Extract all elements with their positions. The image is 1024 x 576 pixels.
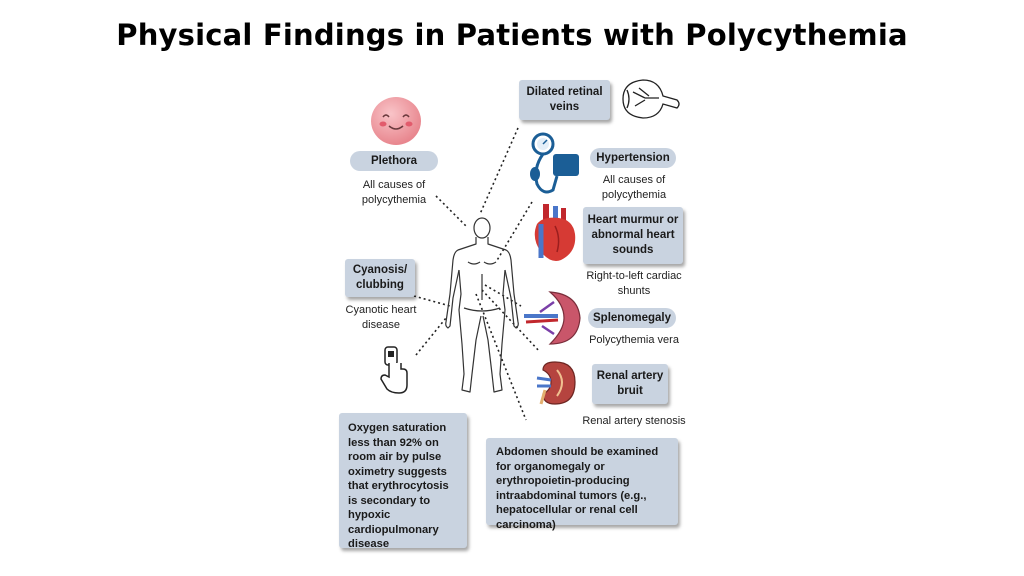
eye-icon: [622, 79, 680, 119]
hypertension-note: All causes of polycythemia: [601, 174, 667, 201]
cyanosis-note: Cyanotic heart disease: [345, 304, 417, 331]
spleen-icon: [524, 291, 581, 345]
kidney-icon: [536, 361, 576, 405]
connector-cyanosis: [413, 295, 451, 307]
plethora-label: Plethora: [350, 151, 438, 171]
connector-plethora: [435, 195, 467, 227]
page-title: Physical Findings in Patients with Polyc…: [116, 18, 908, 52]
heart-murmur-note: Right-to-left cardiac shunts: [586, 270, 682, 297]
hypertension-label: Hypertension: [590, 148, 676, 168]
connector-heart: [495, 201, 533, 263]
retinal-label: Dilated retinal veins: [519, 80, 610, 120]
oxygen-saturation-box: Oxygen saturation less than 92% on room …: [339, 413, 467, 550]
abdomen-exam-box: Abdomen should be examined for organomeg…: [486, 438, 678, 531]
heart-murmur-label: Heart murmur or abnormal heart sounds: [583, 207, 683, 264]
cyanosis-label: Cyanosis/ clubbing: [345, 259, 415, 297]
connector-retinal: [479, 127, 519, 215]
face-icon: [371, 97, 421, 145]
renal-bruit-note: Renal artery stenosis: [582, 415, 686, 427]
blood-pressure-cuff-icon: [530, 132, 579, 194]
heart-icon: [534, 204, 576, 261]
connector-kidney: [481, 289, 541, 353]
human-body-outline-icon: [445, 217, 519, 393]
finger-pulse-oximeter-icon: [380, 346, 408, 394]
splenomegaly-label: Splenomegaly: [588, 308, 676, 328]
plethora-note: All causes of polycythemia: [361, 179, 427, 206]
renal-bruit-label: Renal artery bruit: [592, 364, 668, 404]
splenomegaly-note: Polycythemia vera: [589, 334, 679, 346]
